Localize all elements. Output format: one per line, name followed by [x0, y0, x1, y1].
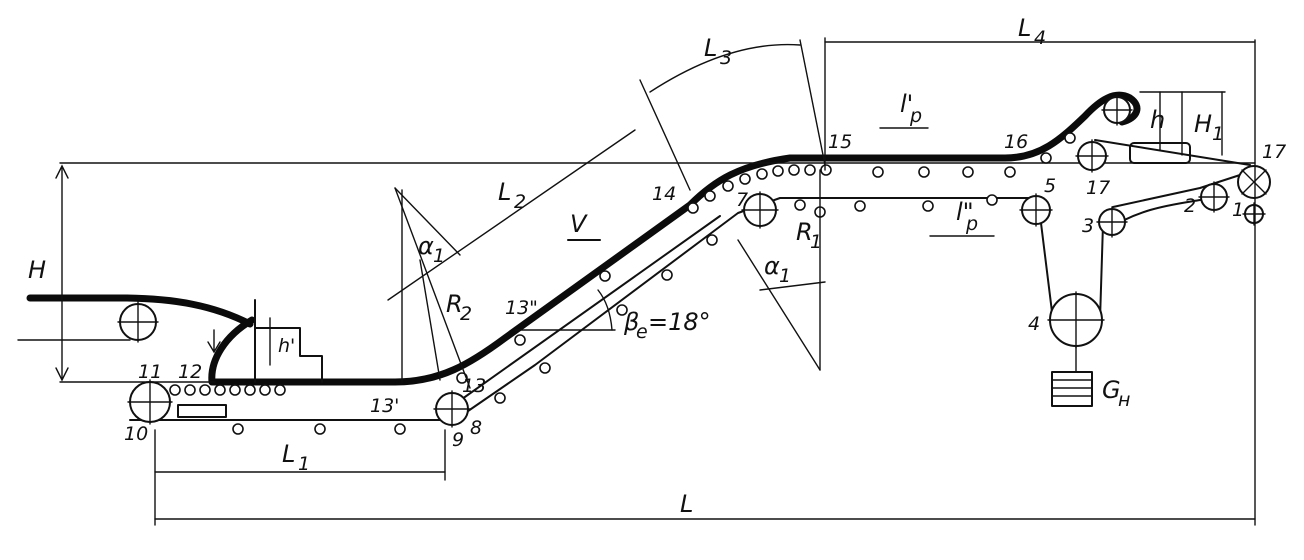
- pulley-head: [1101, 94, 1133, 126]
- label-beta: β: [623, 308, 639, 336]
- point-13-dprime: 13": [505, 297, 538, 319]
- label-L: L: [680, 490, 693, 518]
- label-L4: L: [1018, 14, 1031, 42]
- point-1: 1: [1232, 199, 1244, 221]
- belt-carrying-run: [26, 91, 1141, 386]
- label-V: V: [570, 210, 588, 238]
- pulley-4: [1047, 291, 1105, 349]
- pulley-2: [1198, 181, 1230, 213]
- label-alpha1-top: α: [418, 232, 434, 260]
- point-16: 16: [1004, 131, 1028, 153]
- label-beta-sub: e: [636, 321, 648, 343]
- label-lp-dprime: l": [956, 198, 974, 226]
- pulley-10: [127, 379, 173, 425]
- label-H: H: [28, 256, 46, 284]
- feed-skirt: [254, 299, 323, 383]
- label-alpha1-top-sub: 1: [433, 245, 445, 267]
- point-4: 4: [1028, 313, 1040, 335]
- idlers-incline: [456, 164, 832, 404]
- pulley-9: [433, 390, 471, 428]
- label-R1-sub: 1: [810, 231, 822, 253]
- point-2: 2: [1184, 195, 1196, 217]
- point-17-right: 17: [1262, 141, 1286, 163]
- point-14: 14: [652, 183, 676, 205]
- idlers-horizontal: [169, 384, 406, 435]
- label-h: h: [1150, 106, 1165, 134]
- label-lp-dprime-sub: p: [965, 213, 978, 235]
- label-L1: L: [282, 440, 295, 468]
- point-17-left: 17: [1086, 177, 1110, 199]
- point-13: 13: [462, 375, 486, 397]
- point-11: 11: [138, 361, 162, 383]
- label-R1: R: [796, 218, 813, 246]
- label-h-prime: h': [278, 335, 295, 357]
- label-Gn: G: [1102, 376, 1121, 404]
- pulley-left-feed: [117, 301, 159, 343]
- belt-return-run: [129, 197, 1031, 421]
- label-L3-sub: 3: [720, 47, 732, 69]
- point-13-prime: 13': [370, 395, 399, 417]
- point-3: 3: [1082, 215, 1094, 237]
- pulley-1: [1242, 202, 1266, 226]
- label-alpha1-right-sub: 1: [779, 265, 791, 287]
- pulley-5: [1019, 193, 1053, 227]
- label-H1: H: [1194, 110, 1212, 138]
- label-Gn-sub: н: [1118, 389, 1130, 411]
- label-R2-sub: 2: [460, 303, 472, 325]
- pulley-17-drive: [1237, 165, 1271, 199]
- label-lp-prime: l': [900, 90, 913, 118]
- dim-L2: [387, 129, 636, 301]
- label-L1-sub: 1: [298, 453, 310, 475]
- point-15: 15: [828, 131, 852, 153]
- idlers-top: [854, 132, 1076, 212]
- label-L2-sub: 2: [514, 191, 526, 213]
- dim-L3-arc: [649, 43, 801, 93]
- feed-arrow: [207, 329, 221, 354]
- point-10: 10: [124, 423, 148, 445]
- counterweight: [1051, 345, 1093, 407]
- point-7: 7: [736, 189, 748, 211]
- point-12: 12: [178, 361, 202, 383]
- label-alpha1-right: α: [764, 252, 780, 280]
- belt-lower-return: [1029, 139, 1251, 321]
- label-lp-prime-sub: p: [909, 105, 922, 127]
- label-L4-sub: 4: [1034, 27, 1046, 49]
- point-8: 8: [470, 417, 482, 439]
- pulley-3: [1096, 206, 1128, 238]
- label-L2: L: [498, 178, 511, 206]
- label-beta-value: =18°: [648, 308, 711, 336]
- pulley-7: [741, 191, 779, 229]
- label-L3: L: [704, 34, 717, 62]
- radius-R1: [737, 239, 821, 371]
- label-H1-sub: 1: [1212, 123, 1224, 145]
- point-5: 5: [1044, 175, 1056, 197]
- pulley-17-snub: [1075, 139, 1109, 173]
- point-9: 9: [452, 429, 464, 451]
- load-plate: [177, 404, 227, 418]
- label-R2: R: [446, 290, 463, 318]
